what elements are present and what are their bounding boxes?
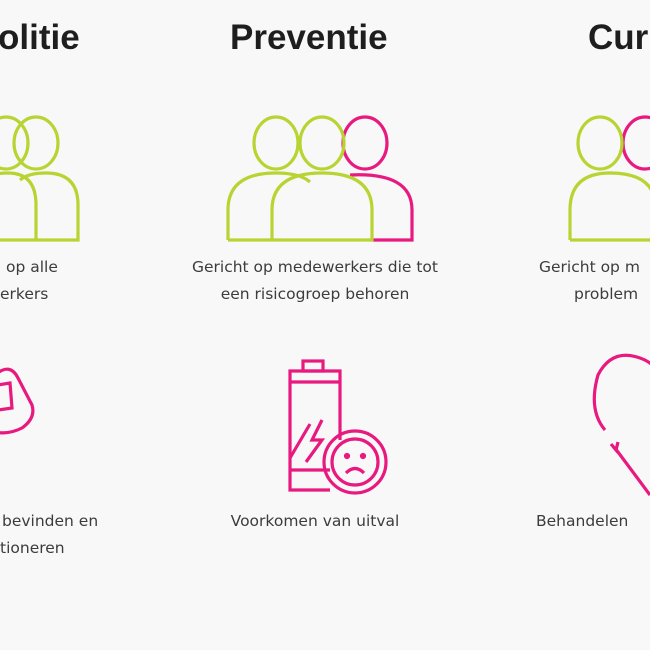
goal-line: tioneren: [0, 539, 65, 557]
description-right: Gericht op m problem: [539, 254, 640, 308]
description-preventie: Gericht op medewerkers die tot een risic…: [160, 254, 470, 308]
people-group-icon: [568, 115, 650, 242]
column-title-left: olitie: [0, 18, 80, 57]
goal-right: Behandelen: [536, 508, 628, 535]
description-line: op alle: [6, 258, 58, 276]
goal-preventie: Voorkomen van uitval: [160, 508, 470, 535]
flexed-arm-icon: [0, 367, 35, 435]
goal-line: Voorkomen van uitval: [230, 512, 400, 530]
low-battery-sad-face-icon: [288, 359, 388, 495]
heart-icon: [592, 353, 650, 496]
description-line: Gericht op m: [539, 258, 640, 276]
goal-line: Behandelen: [536, 512, 629, 530]
goal-line: bevinden en: [2, 512, 99, 530]
description-line: Gericht op medewerkers die tot: [191, 258, 438, 276]
column-title-preventie: Preventie: [230, 18, 388, 57]
description-left: op alle erkers: [0, 254, 58, 308]
goal-left: bevinden en tioneren: [0, 508, 98, 562]
people-group-icon: [226, 115, 414, 242]
description-line: problem: [574, 285, 639, 303]
description-line: een risicogroep behoren: [220, 285, 410, 303]
column-title-right: Cur: [588, 18, 649, 57]
description-line: erkers: [0, 285, 49, 303]
people-group-icon: [0, 115, 80, 242]
